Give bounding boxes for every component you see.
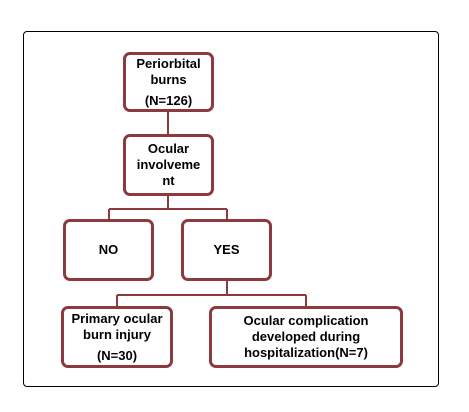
node-ocular-complication: Ocular complication developed during hos…	[209, 306, 403, 368]
node-periorbital-line2: burns	[150, 71, 187, 87]
node-complication-line3: hospitalization(N=7)	[244, 345, 368, 360]
node-no: NO	[63, 219, 154, 281]
node-yes: YES	[181, 219, 272, 281]
node-complication-line2: developed during	[251, 329, 361, 344]
node-primary-ocular-burn: Primary ocular burn injury (N=30)	[61, 306, 173, 368]
node-ocular-line2: involveme	[136, 157, 201, 172]
node-periorbital-count: (N=126)	[144, 92, 193, 108]
node-ocular-involvement: Ocular involveme nt	[123, 134, 214, 196]
node-primary-line1: Primary ocular	[71, 310, 163, 326]
node-periorbital-line1: Periorbital	[136, 55, 201, 71]
node-yes-label: YES	[213, 242, 240, 257]
node-ocular-line3: nt	[162, 173, 175, 188]
node-primary-line2: burn injury	[83, 326, 151, 342]
node-complication-line1: Ocular complication	[243, 313, 369, 328]
node-no-label: NO	[98, 242, 119, 257]
node-ocular-line1: Ocular	[147, 141, 190, 156]
node-periorbital-burns: Periorbital burns (N=126)	[123, 52, 214, 112]
diagram-frame	[23, 31, 439, 387]
node-primary-count: (N=30)	[96, 347, 138, 363]
